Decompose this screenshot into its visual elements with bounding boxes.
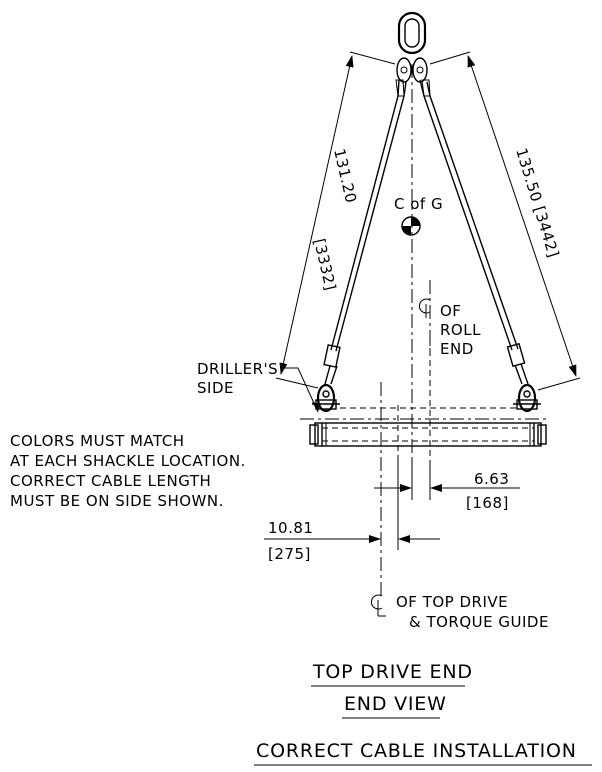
- right-cable-dimension: [429, 51, 581, 391]
- offset-large-metric: [275]: [268, 545, 311, 563]
- top-drive-label-1: OF TOP DRIVE: [396, 593, 508, 611]
- roll-end-label-1: OF: [440, 302, 461, 320]
- note-line-4: MUST BE ON SIDE SHOWN.: [10, 492, 224, 510]
- note-line-2: AT EACH SHACKLE LOCATION.: [10, 452, 246, 470]
- roll-end-label-2: ROLL: [440, 321, 481, 339]
- master-link: [396, 11, 428, 83]
- top-drive-cl-symbol: [370, 594, 386, 617]
- roll-end-cl-symbol: [418, 298, 431, 318]
- spreader-beam: [309, 422, 547, 447]
- offset-small-metric: [168]: [466, 494, 509, 512]
- drillers-side-label-2: SIDE: [197, 379, 234, 397]
- note-line-3: CORRECT CABLE LENGTH: [10, 472, 211, 490]
- drillers-side-label-1: DRILLER'S: [197, 360, 278, 378]
- cog-symbol: [401, 216, 421, 236]
- top-drive-label-2: & TORQUE GUIDE: [409, 613, 549, 631]
- title-end-view: END VIEW: [344, 693, 447, 715]
- offset-large-dimension: [264, 460, 440, 550]
- offset-small-value: 6.63: [474, 470, 509, 488]
- left-cable-dimension: [275, 51, 396, 389]
- roll-end-label-3: END: [440, 340, 474, 358]
- left-cable-dim-value: 131.20: [330, 147, 360, 205]
- drillers-side-leader: [284, 367, 320, 413]
- left-cable-dim-metric: [3332]: [310, 237, 339, 293]
- cog-label: C of G: [394, 195, 443, 213]
- title-correct-cable-installation: CORRECT CABLE INSTALLATION: [256, 740, 577, 762]
- offset-small-dimension: [374, 460, 520, 500]
- offset-large-value: 10.81: [268, 519, 313, 537]
- right-cable-dim-text: 135.50 [3442]: [512, 146, 562, 260]
- note-line-1: COLORS MUST MATCH: [10, 432, 185, 450]
- title-top-drive-end: TOP DRIVE END: [312, 661, 473, 683]
- right-shackle: [513, 383, 541, 413]
